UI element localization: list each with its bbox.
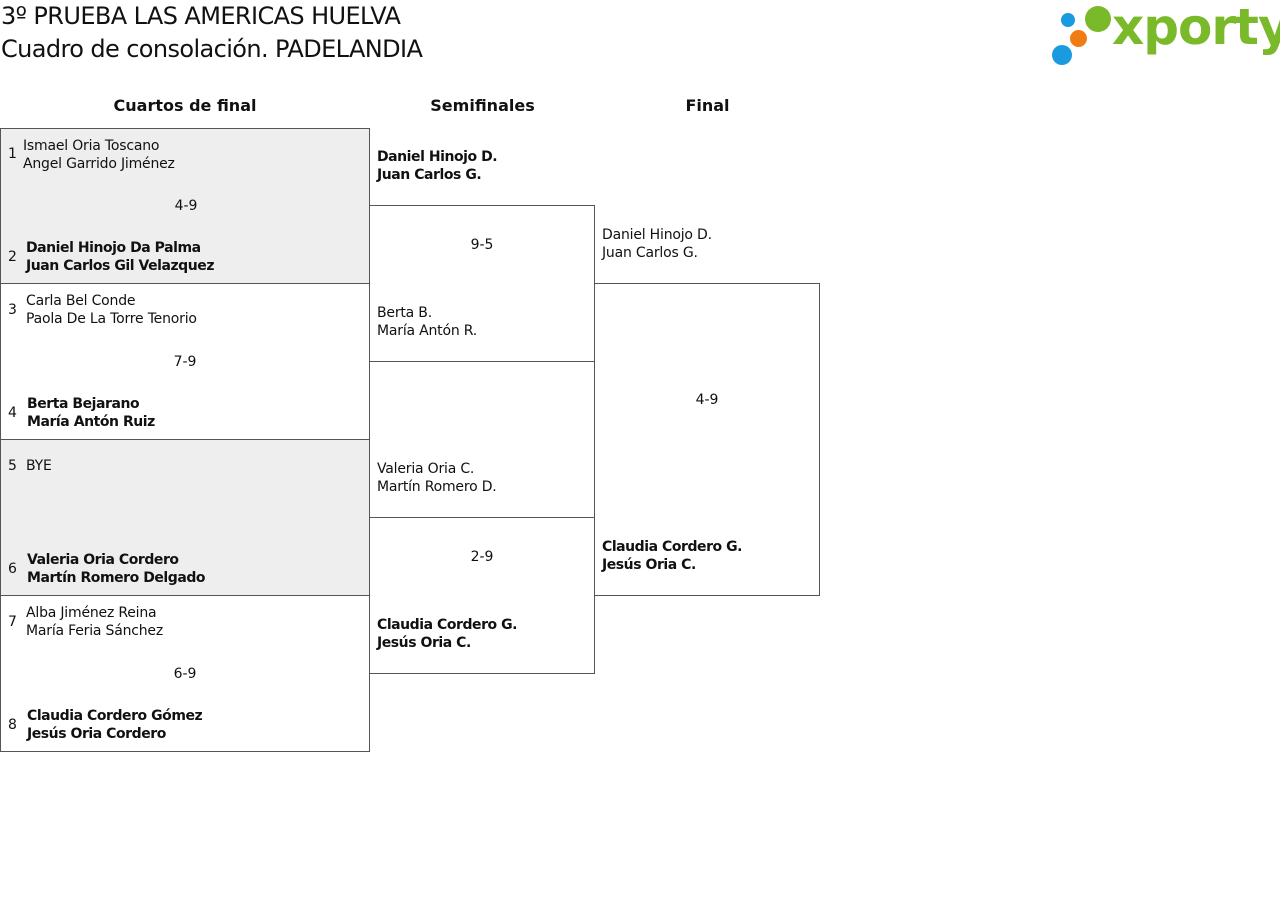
player-name: Juan Carlos Gil Velazquez — [26, 258, 215, 274]
match-score: 6-9 — [173, 666, 197, 682]
team-entry: Alba Jiménez Reina María Feria Sánchez — [26, 604, 163, 640]
player-name: Claudia Cordero Gómez — [27, 708, 203, 724]
quarterfinal-match-3: 5 BYE 6 Valeria Oria Cordero Martín Rome… — [0, 439, 370, 596]
page-title: 3º PRUEBA LAS AMERICAS HUELVA — [1, 2, 401, 30]
player-name: Berta Bejarano — [27, 396, 140, 412]
team-entry-winner: Claudia Cordero Gómez Jesús Oria Cordero — [27, 707, 203, 743]
seed-number: 8 — [8, 717, 17, 733]
page-subtitle: Cuadro de consolación. PADELANDIA — [1, 35, 423, 63]
player-name: Daniel Hinojo D. — [377, 149, 498, 165]
player-name: Jesús Oria C. — [377, 635, 471, 651]
match-score: 2-9 — [470, 549, 494, 565]
team-entry-winner: Daniel Hinojo D. Juan Carlos G. — [377, 148, 498, 184]
seed-number: 4 — [8, 405, 17, 421]
player-name: Angel Garrido Jiménez — [23, 156, 175, 172]
seed-number: 7 — [8, 614, 17, 630]
player-name: Valeria Oria C. — [377, 461, 475, 477]
xporty-logo[interactable]: xporty — [1050, 0, 1280, 68]
quarterfinal-match-1: 1 Ismael Oria Toscano Angel Garrido Jimé… — [0, 128, 370, 284]
team-entry: Berta B. María Antón R. — [377, 304, 477, 340]
player-name: Valeria Oria Cordero — [27, 552, 179, 568]
player-name: Claudia Cordero G. — [602, 539, 743, 555]
round-header-semifinals: Semifinales — [430, 96, 535, 115]
seed-number: 1 — [8, 146, 17, 162]
seed-number: 6 — [8, 561, 17, 577]
team-entry-winner: Berta Bejarano María Antón Ruiz — [27, 395, 155, 431]
round-header-quarterfinals: Cuartos de final — [113, 96, 257, 115]
player-name: Martín Romero Delgado — [27, 570, 206, 586]
player-name: Juan Carlos G. — [377, 167, 482, 183]
player-name: María Antón R. — [377, 323, 478, 339]
team-entry-winner: Daniel Hinojo Da Palma Juan Carlos Gil V… — [26, 239, 214, 275]
logo-dot-blue-small — [1061, 13, 1075, 27]
team-entry-winner: Valeria Oria Cordero Martín Romero Delga… — [27, 551, 206, 587]
logo-wordmark: xporty — [1112, 0, 1280, 56]
quarterfinal-match-2: 3 Carla Bel Conde Paola De La Torre Teno… — [0, 283, 370, 440]
player-name: Alba Jiménez Reina — [26, 605, 157, 621]
player-name: Daniel Hinojo D. — [602, 227, 712, 243]
team-entry: BYE — [26, 457, 52, 475]
team-entry: Ismael Oria Toscano Angel Garrido Jiméne… — [23, 137, 175, 173]
logo-dot-green — [1085, 6, 1111, 32]
player-name: Jesús Oria Cordero — [27, 726, 166, 742]
match-score: 4-9 — [174, 198, 198, 214]
player-name: Carla Bel Conde — [26, 293, 136, 309]
round-header-final: Final — [685, 96, 730, 115]
player-name: Claudia Cordero G. — [377, 617, 518, 633]
seed-number: 3 — [8, 302, 17, 318]
player-name: Paola De La Torre Tenorio — [26, 311, 197, 327]
match-score: 4-9 — [695, 392, 719, 408]
player-name: Juan Carlos G. — [602, 245, 698, 261]
semifinal-match-1: 9-5 Berta B. María Antón R. — [369, 205, 595, 362]
quarterfinal-match-4: 7 Alba Jiménez Reina María Feria Sánchez… — [0, 595, 370, 752]
player-name: Jesús Oria C. — [602, 557, 696, 573]
match-score: 7-9 — [173, 354, 197, 370]
player-name: Martín Romero D. — [377, 479, 497, 495]
player-name: Daniel Hinojo Da Palma — [26, 240, 201, 256]
team-entry-winner: Claudia Cordero G. Jesús Oria C. — [377, 616, 518, 652]
team-entry-winner: Claudia Cordero G. Jesús Oria C. — [602, 538, 743, 574]
seed-number: 2 — [8, 249, 17, 265]
player-name: María Feria Sánchez — [26, 623, 163, 639]
team-entry: Valeria Oria C. Martín Romero D. — [377, 460, 497, 496]
team-entry: Daniel Hinojo D. Juan Carlos G. — [602, 226, 712, 262]
team-entry: Carla Bel Conde Paola De La Torre Tenori… — [26, 292, 197, 328]
logo-dot-blue-large — [1052, 45, 1072, 65]
semifinal-match-2: 2-9 Claudia Cordero G. Jesús Oria C. — [369, 517, 595, 674]
final-match: 4-9 Claudia Cordero G. Jesús Oria C. — [594, 283, 820, 596]
player-name: Ismael Oria Toscano — [23, 138, 160, 154]
seed-number: 5 — [8, 458, 17, 474]
player-name: Berta B. — [377, 305, 432, 321]
player-name: BYE — [26, 458, 52, 474]
player-name: María Antón Ruiz — [27, 414, 155, 430]
match-score: 9-5 — [470, 237, 494, 253]
logo-dot-orange — [1070, 30, 1087, 47]
